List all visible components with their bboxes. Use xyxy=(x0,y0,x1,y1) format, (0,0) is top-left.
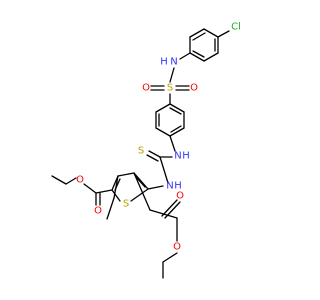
bond xyxy=(148,150,161,158)
right-ester-carbonyl-o-label: O xyxy=(176,191,184,202)
thioxo-s-label: S xyxy=(138,146,144,157)
bond xyxy=(192,50,205,58)
left-ester-carbonyl-o-label: O xyxy=(94,206,102,217)
bond xyxy=(159,156,169,184)
sulfonyl-o-left-label: O xyxy=(142,83,150,94)
bond xyxy=(203,52,219,62)
bond xyxy=(95,189,113,194)
bond xyxy=(170,125,182,133)
bond xyxy=(51,175,67,185)
bond xyxy=(111,189,121,202)
sulfonyl-s-label: S xyxy=(167,83,173,94)
bond xyxy=(189,28,205,38)
bond xyxy=(155,103,171,113)
thiourea-n-upper-label: N xyxy=(174,151,181,162)
bond xyxy=(146,154,159,162)
bond xyxy=(192,32,206,41)
sulfonamide-h-label: H xyxy=(160,57,168,68)
bond xyxy=(179,52,191,60)
sulfonyl-o-right-label: O xyxy=(190,83,198,94)
thiourea-n-lower-label: N xyxy=(166,181,173,192)
bond xyxy=(133,172,151,211)
bond xyxy=(169,107,182,115)
bond xyxy=(169,127,185,137)
thiourea-h-lower-label: H xyxy=(174,181,182,192)
bond xyxy=(169,67,175,83)
bond xyxy=(203,28,219,38)
bond xyxy=(65,177,77,185)
molecule-structure-diagram: Cl H N S O O S N H N H S O O O O xyxy=(51,22,241,279)
bond xyxy=(83,183,97,194)
bond xyxy=(135,176,146,188)
bonds xyxy=(51,28,230,279)
bond xyxy=(113,175,119,199)
right-ester-ether-o-label: O xyxy=(173,242,181,253)
chlorine-atom-label: Cl xyxy=(231,22,241,33)
bond xyxy=(147,185,164,190)
bond xyxy=(155,127,171,137)
thiophene-s-label: S xyxy=(123,199,129,210)
bond xyxy=(130,188,149,202)
bond xyxy=(106,197,115,220)
bond xyxy=(217,30,230,38)
bond xyxy=(169,103,185,113)
bond xyxy=(189,52,205,62)
bond xyxy=(164,201,181,219)
left-ester-ether-o-label: O xyxy=(76,175,84,186)
atom-labels: Cl H N S O O S N H N H S O O O O xyxy=(76,22,241,253)
bond xyxy=(133,172,149,190)
thiourea-h-upper-label: H xyxy=(182,151,190,162)
bond xyxy=(169,135,176,152)
bond xyxy=(162,252,178,263)
bond xyxy=(117,172,135,177)
sulfonamide-n-label: N xyxy=(170,57,177,68)
bond xyxy=(161,199,178,217)
